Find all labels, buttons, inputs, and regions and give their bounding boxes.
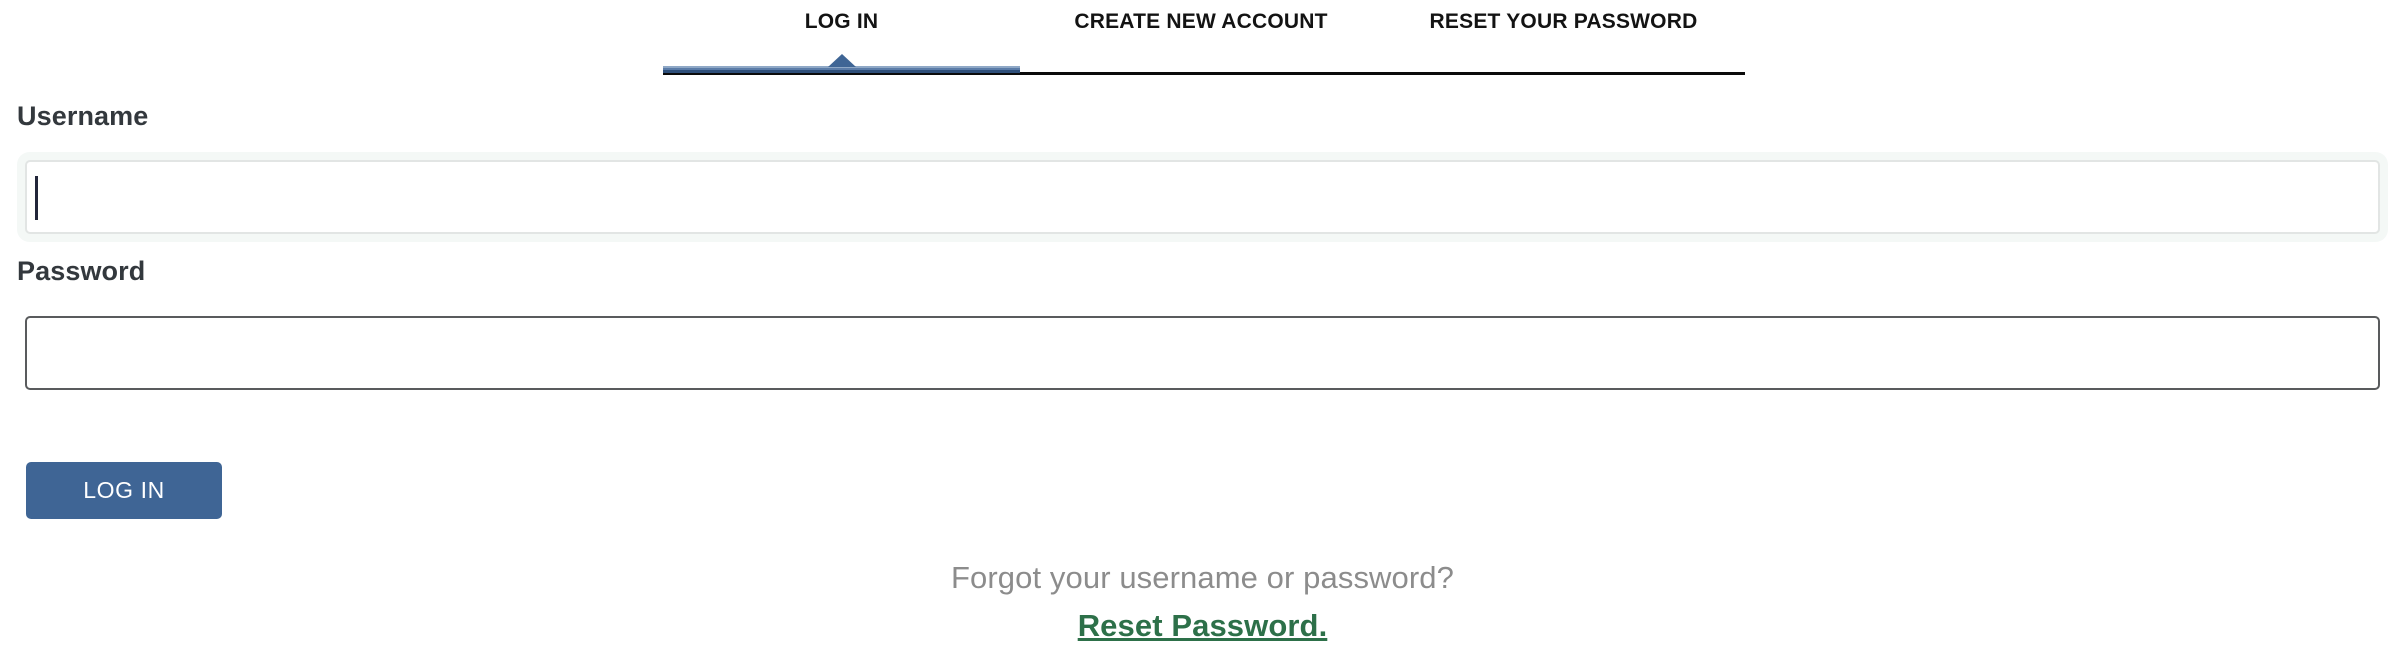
- forgot-credentials-text: Forgot your username or password?: [951, 560, 1454, 595]
- reset-password-link[interactable]: Reset Password.: [1077, 608, 1328, 643]
- tab-log-in[interactable]: LOG IN: [804, 10, 879, 33]
- login-footer: Forgot your username or password? Reset …: [0, 555, 2405, 648]
- tab-list: LOG IN CREATE NEW ACCOUNT RESET YOUR PAS…: [663, 6, 1745, 48]
- auth-tabbar: LOG IN CREATE NEW ACCOUNT RESET YOUR PAS…: [0, 0, 2405, 80]
- password-input[interactable]: [25, 316, 2380, 390]
- text-caret: [35, 176, 38, 220]
- log-in-button[interactable]: LOG IN: [26, 462, 222, 519]
- tabbar-divider: [663, 72, 1745, 75]
- password-label: Password: [17, 256, 146, 286]
- tab-reset-your-password[interactable]: RESET YOUR PASSWORD: [1429, 10, 1698, 33]
- username-label: Username: [17, 101, 149, 131]
- tab-create-new-account[interactable]: CREATE NEW ACCOUNT: [1074, 10, 1328, 33]
- username-input[interactable]: [25, 160, 2380, 234]
- active-tab-underline: [663, 66, 1020, 73]
- active-tab-pointer-icon: [828, 54, 856, 67]
